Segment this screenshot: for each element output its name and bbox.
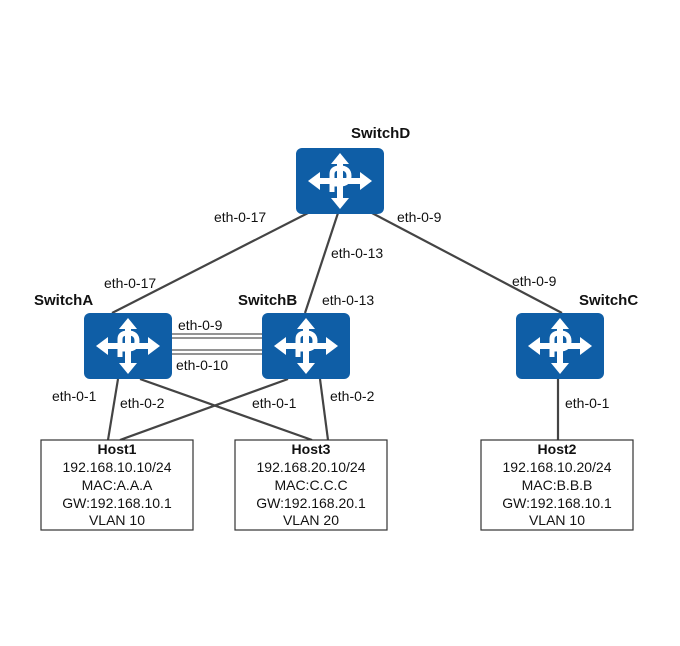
host1-mac: MAC:A.A.A (82, 477, 153, 493)
port-label-c-to-d: eth-0-9 (512, 273, 557, 289)
host1-ip: 192.168.10.10/24 (63, 459, 172, 475)
host2-vlan: VLAN 10 (529, 512, 585, 528)
host1-gw: GW:192.168.10.1 (62, 495, 172, 511)
switchd-label: SwitchD (351, 125, 410, 142)
host3-title: Host3 (292, 441, 331, 457)
host3-ip: 192.168.20.10/24 (257, 459, 366, 475)
port-label-b-to-host3: eth-0-2 (330, 388, 375, 404)
host3-box: Host3 192.168.20.10/24 MAC:C.C.C GW:192.… (234, 439, 388, 531)
host2-mac: MAC:B.B.B (522, 477, 593, 493)
switchb-icon (262, 313, 350, 379)
switchd-icon (296, 148, 384, 214)
switchc-icon (516, 313, 604, 379)
port-label-b-to-d: eth-0-13 (322, 292, 374, 308)
port-label-b-to-host1: eth-0-1 (252, 395, 297, 411)
port-label-d-to-a: eth-0-17 (214, 209, 266, 225)
host1-title: Host1 (98, 441, 137, 457)
link-switcha-host1 (106, 378, 120, 441)
host3-mac: MAC:C.C.C (274, 477, 347, 493)
switcha-label: SwitchA (34, 292, 93, 309)
switchb-label: SwitchB (238, 292, 297, 309)
port-label-a-b-lower: eth-0-10 (176, 357, 228, 373)
host2-box: Host2 192.168.10.20/24 MAC:B.B.B GW:192.… (480, 439, 634, 531)
host2-gw: GW:192.168.10.1 (502, 495, 612, 511)
host2-title: Host2 (538, 441, 577, 457)
port-label-d-to-c: eth-0-9 (397, 209, 442, 225)
switcha-icon (84, 313, 172, 379)
link-switchd-switchb (303, 212, 340, 314)
host3-vlan: VLAN 20 (283, 512, 339, 528)
port-label-a-b-upper: eth-0-9 (178, 317, 223, 333)
host1-box: Host1 192.168.10.10/24 MAC:A.A.A GW:192.… (40, 439, 194, 531)
port-label-a-to-host1: eth-0-1 (52, 388, 97, 404)
switchc-label: SwitchC (579, 292, 638, 309)
host2-ip: 192.168.10.20/24 (503, 459, 612, 475)
link-switcha-host3 (139, 377, 313, 442)
host3-gw: GW:192.168.20.1 (256, 495, 366, 511)
host1-vlan: VLAN 10 (89, 512, 145, 528)
port-label-d-to-b: eth-0-13 (331, 245, 383, 261)
link-switchb-host3 (318, 378, 330, 441)
link-switchd-switchc (371, 212, 563, 314)
port-label-c-to-host2: eth-0-1 (565, 395, 610, 411)
link-switchd-switcha (111, 212, 309, 314)
port-label-a-to-d: eth-0-17 (104, 275, 156, 291)
port-label-a-to-host3: eth-0-2 (120, 395, 165, 411)
link-switchb-host1 (119, 377, 289, 442)
